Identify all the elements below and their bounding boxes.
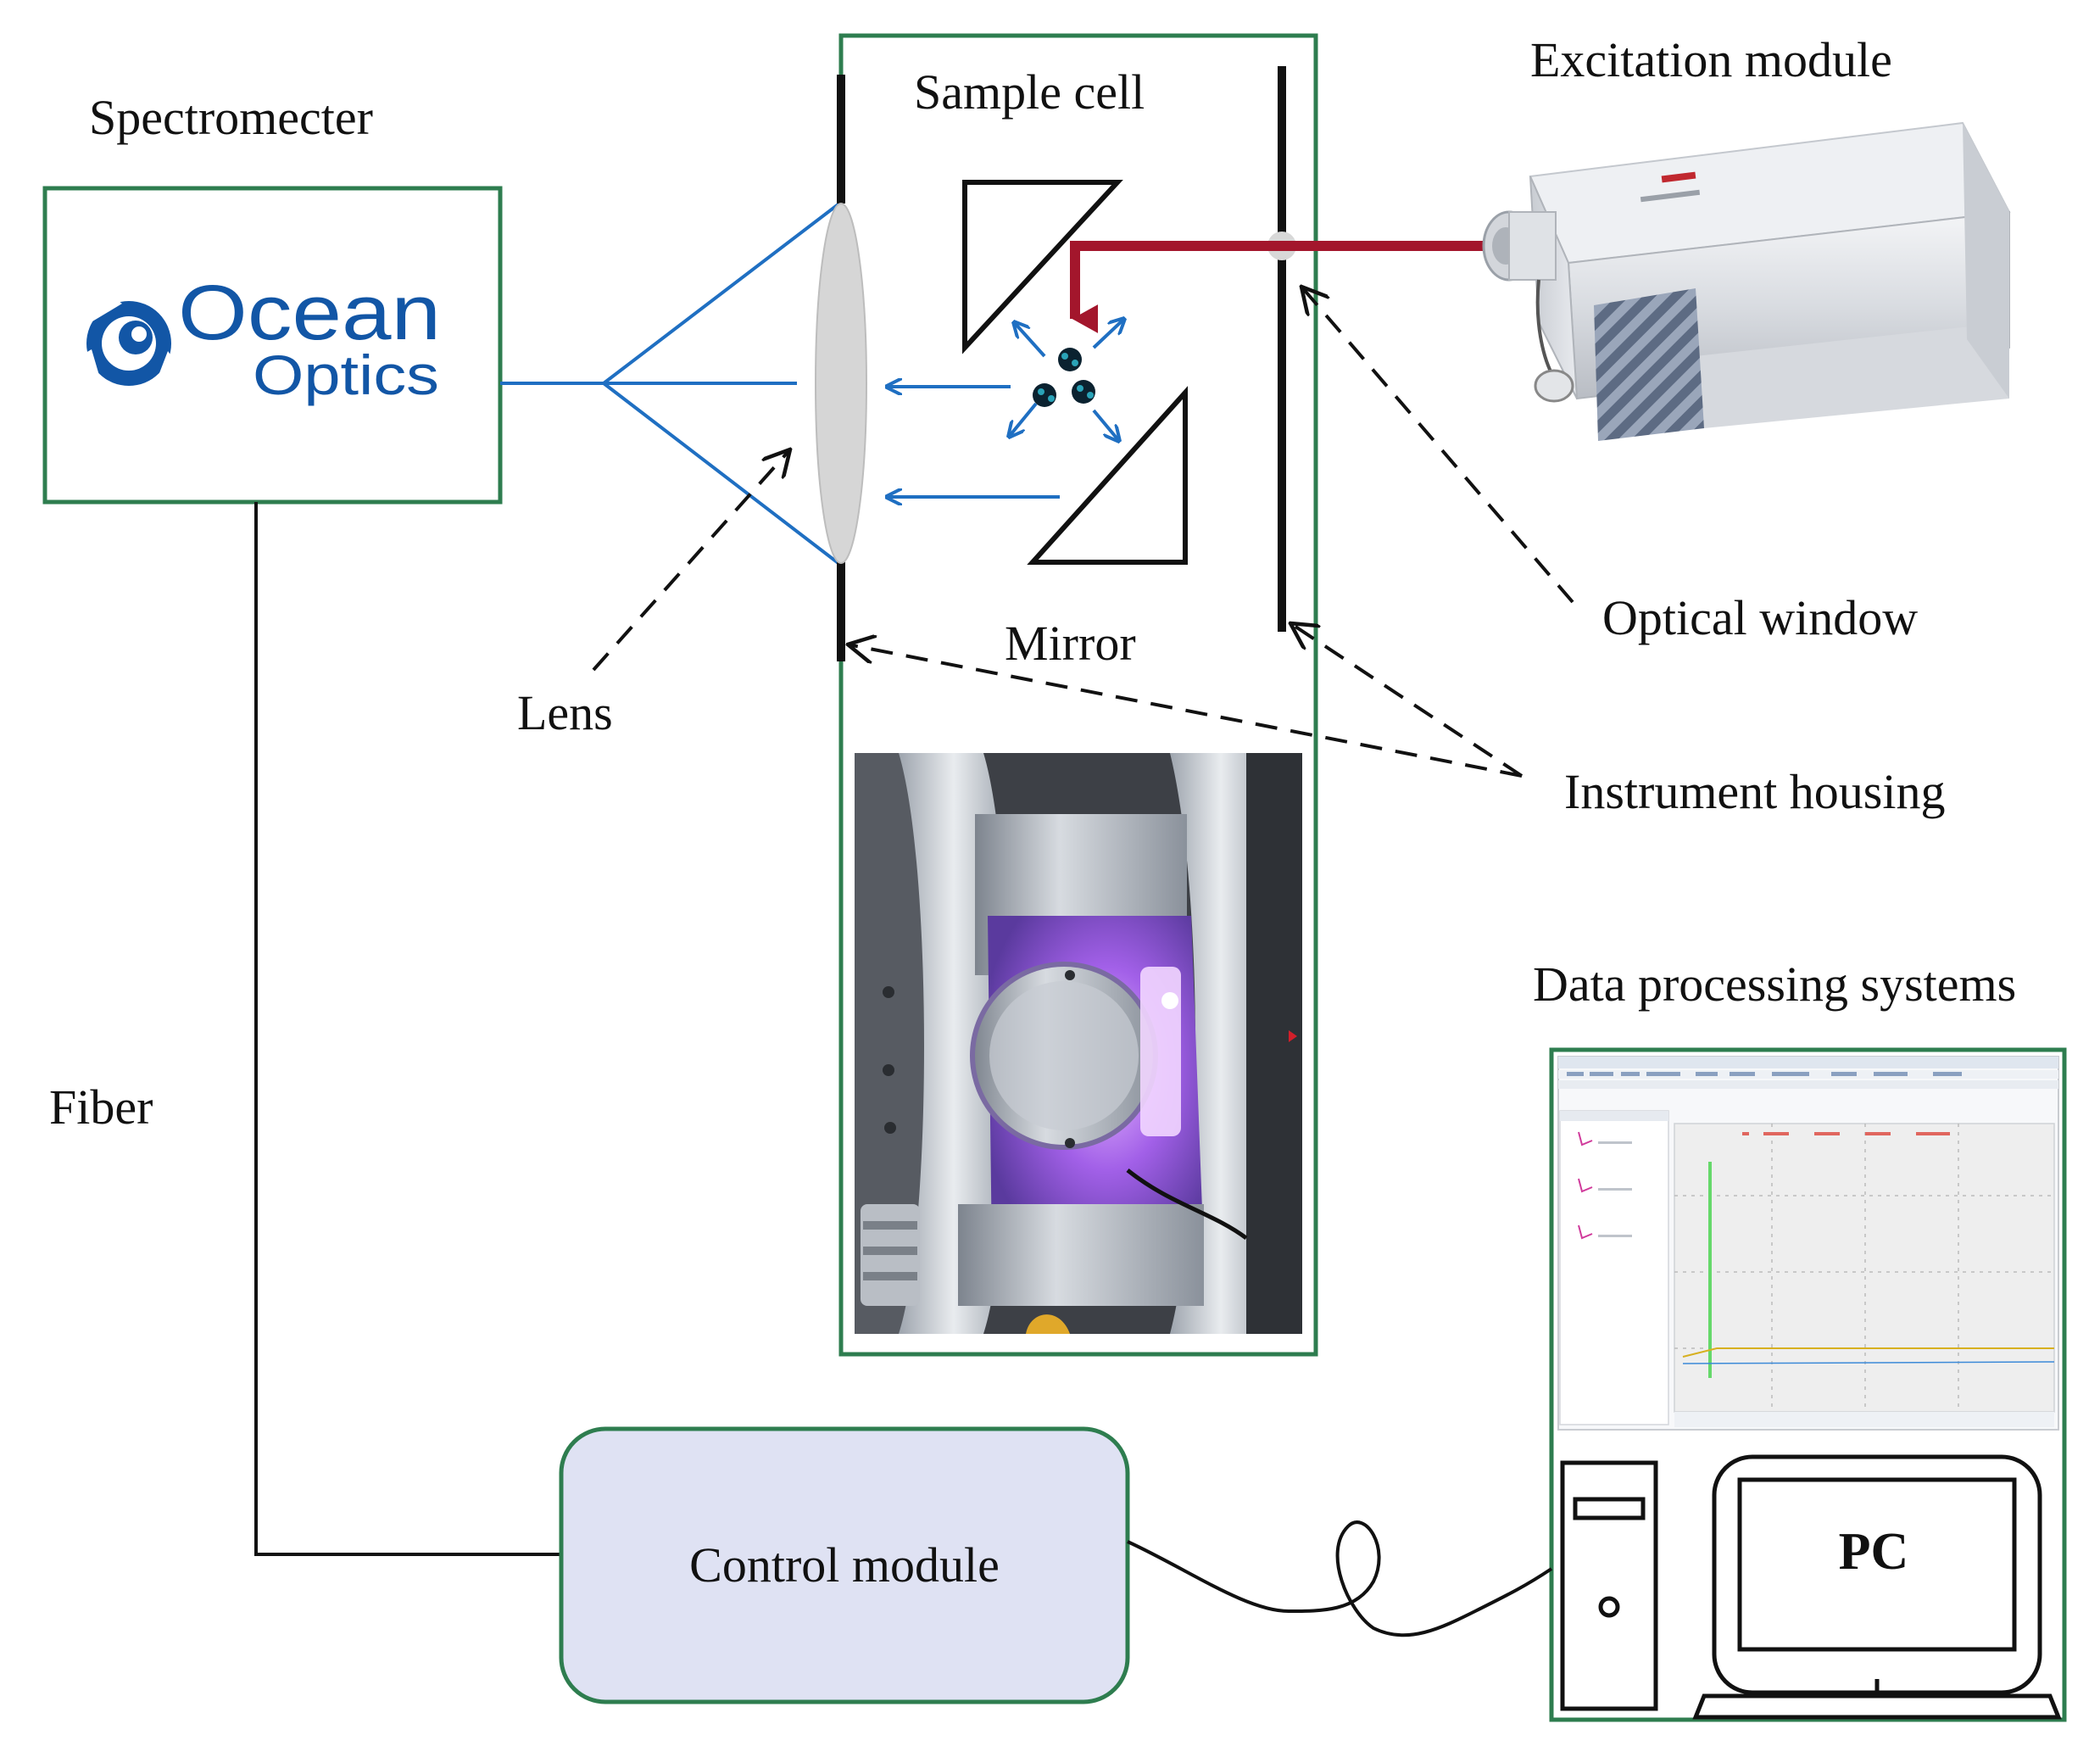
excitation-module-label: Excitation module — [1530, 32, 1892, 87]
mirror-lower — [1027, 386, 1188, 565]
logo-swirl-icon — [80, 293, 175, 386]
control-module-label: Control module — [689, 1537, 1000, 1593]
logo-line2: Optics — [253, 343, 439, 406]
sample-cell-photo — [855, 753, 1302, 1334]
lens-element — [815, 203, 867, 564]
molecules-icon — [1033, 348, 1095, 407]
data-processing-label: Data processing systems — [1533, 957, 2016, 1012]
fiber-line — [254, 502, 561, 1556]
collection-beam — [500, 202, 841, 566]
usb-cable — [1127, 1520, 1553, 1637]
fiber-label: Fiber — [49, 1079, 153, 1135]
spectrometer-label: Spectromecter — [89, 90, 373, 145]
ocean-optics-logo: Ocean Optics — [80, 270, 441, 406]
software-screenshot — [1557, 1056, 2059, 1431]
instrument-housing-label: Instrument housing — [1564, 764, 1945, 819]
heatsink-fins — [1594, 288, 1704, 441]
mirror-upper — [962, 180, 1123, 354]
pointer-lens — [592, 449, 790, 672]
computer-tower-icon — [1560, 1460, 1658, 1711]
pointer-optical-window — [1301, 287, 1574, 604]
sample-cell-frame — [838, 33, 1318, 1357]
laser-beam — [1070, 241, 1484, 333]
scattered-light-arrows — [887, 319, 1124, 497]
pointer-housing-right — [1290, 623, 1523, 778]
lens-label: Lens — [517, 685, 613, 740]
laser-device — [1482, 121, 2011, 441]
sample-cell-label: Sample cell — [914, 64, 1145, 120]
pc-label: PC — [1839, 1523, 1909, 1581]
control-module-box — [559, 1426, 1130, 1704]
pointer-housing-left — [848, 644, 1523, 778]
mirror-label: Mirror — [1005, 616, 1136, 671]
pc-monitor-icon — [1692, 1454, 2062, 1720]
optical-window-label: Optical window — [1602, 590, 1918, 645]
logo-line1: Ocean — [178, 270, 441, 356]
